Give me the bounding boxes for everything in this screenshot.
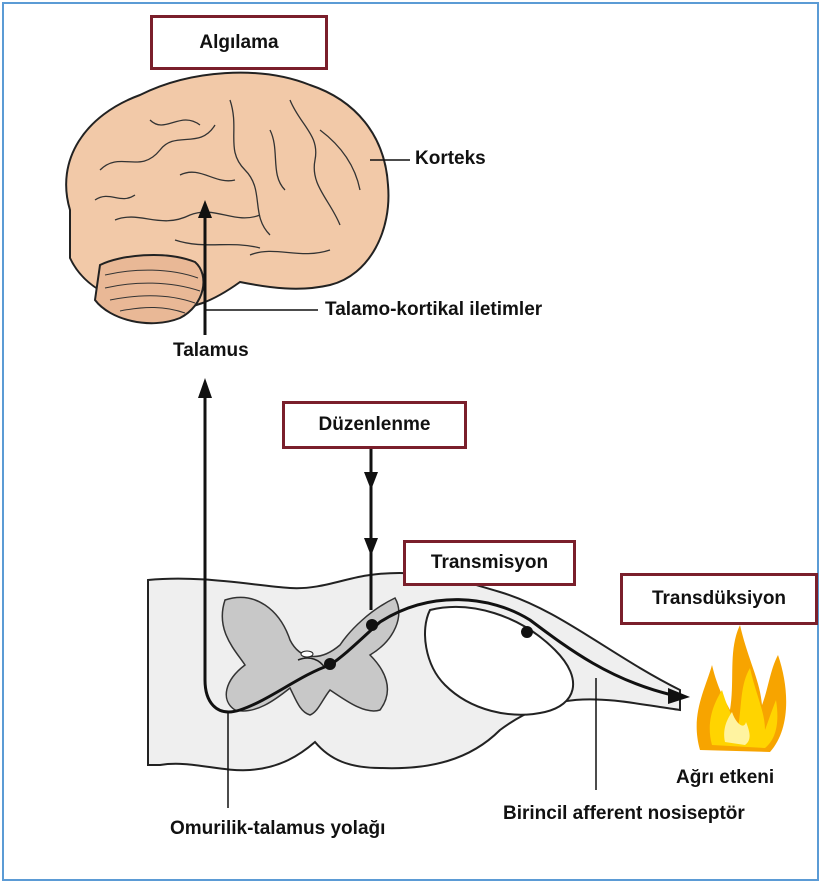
cerebellum-folds [104, 269, 201, 314]
primary-afferent-label: Birincil afferent nosiseptör [503, 803, 745, 824]
cortex-label: Korteks [415, 148, 486, 169]
modulation-label: Düzenlenme [318, 414, 431, 435]
perception-box: Algılama [150, 15, 328, 70]
gray-matter [221, 596, 400, 716]
pain-stimulus-label: Ağrı etkeni [676, 767, 775, 788]
thalamocortical-arrowhead [198, 200, 212, 218]
synapse-node-upper [366, 619, 378, 631]
transmission-box: Transmisyon [403, 540, 576, 586]
cortex-folds [94, 99, 361, 256]
synapse-node-lower [324, 658, 336, 670]
perception-label: Algılama [199, 31, 279, 53]
modulation-arrowhead-1 [364, 472, 378, 490]
transduction-label: Transdüksiyon [651, 588, 787, 609]
transduction-box: Transdüksiyon [620, 573, 818, 625]
flame-icon [696, 625, 787, 752]
spinothalamic-tract-line [203, 395, 331, 714]
spinothalamic-label: Omurilik-talamus yolağı [170, 818, 386, 839]
dorsal-root-ganglion-loop [424, 606, 574, 716]
afferent-arrowhead [668, 688, 690, 704]
spinal-cord-section [147, 571, 681, 772]
transmission-label: Transmisyon [430, 552, 549, 573]
modulation-box: Düzenlenme [282, 401, 467, 449]
thalamocortical-label: Talamo-kortikal iletimler [325, 299, 543, 320]
thalamus-label: Talamus [173, 340, 249, 361]
cerebellum-shape [93, 253, 205, 325]
afferent-node [521, 626, 533, 638]
primary-afferent-line [329, 598, 673, 697]
brain-illustration [65, 71, 390, 325]
modulation-arrowhead-2 [364, 538, 378, 556]
spinothalamic-arrowhead [198, 378, 212, 398]
